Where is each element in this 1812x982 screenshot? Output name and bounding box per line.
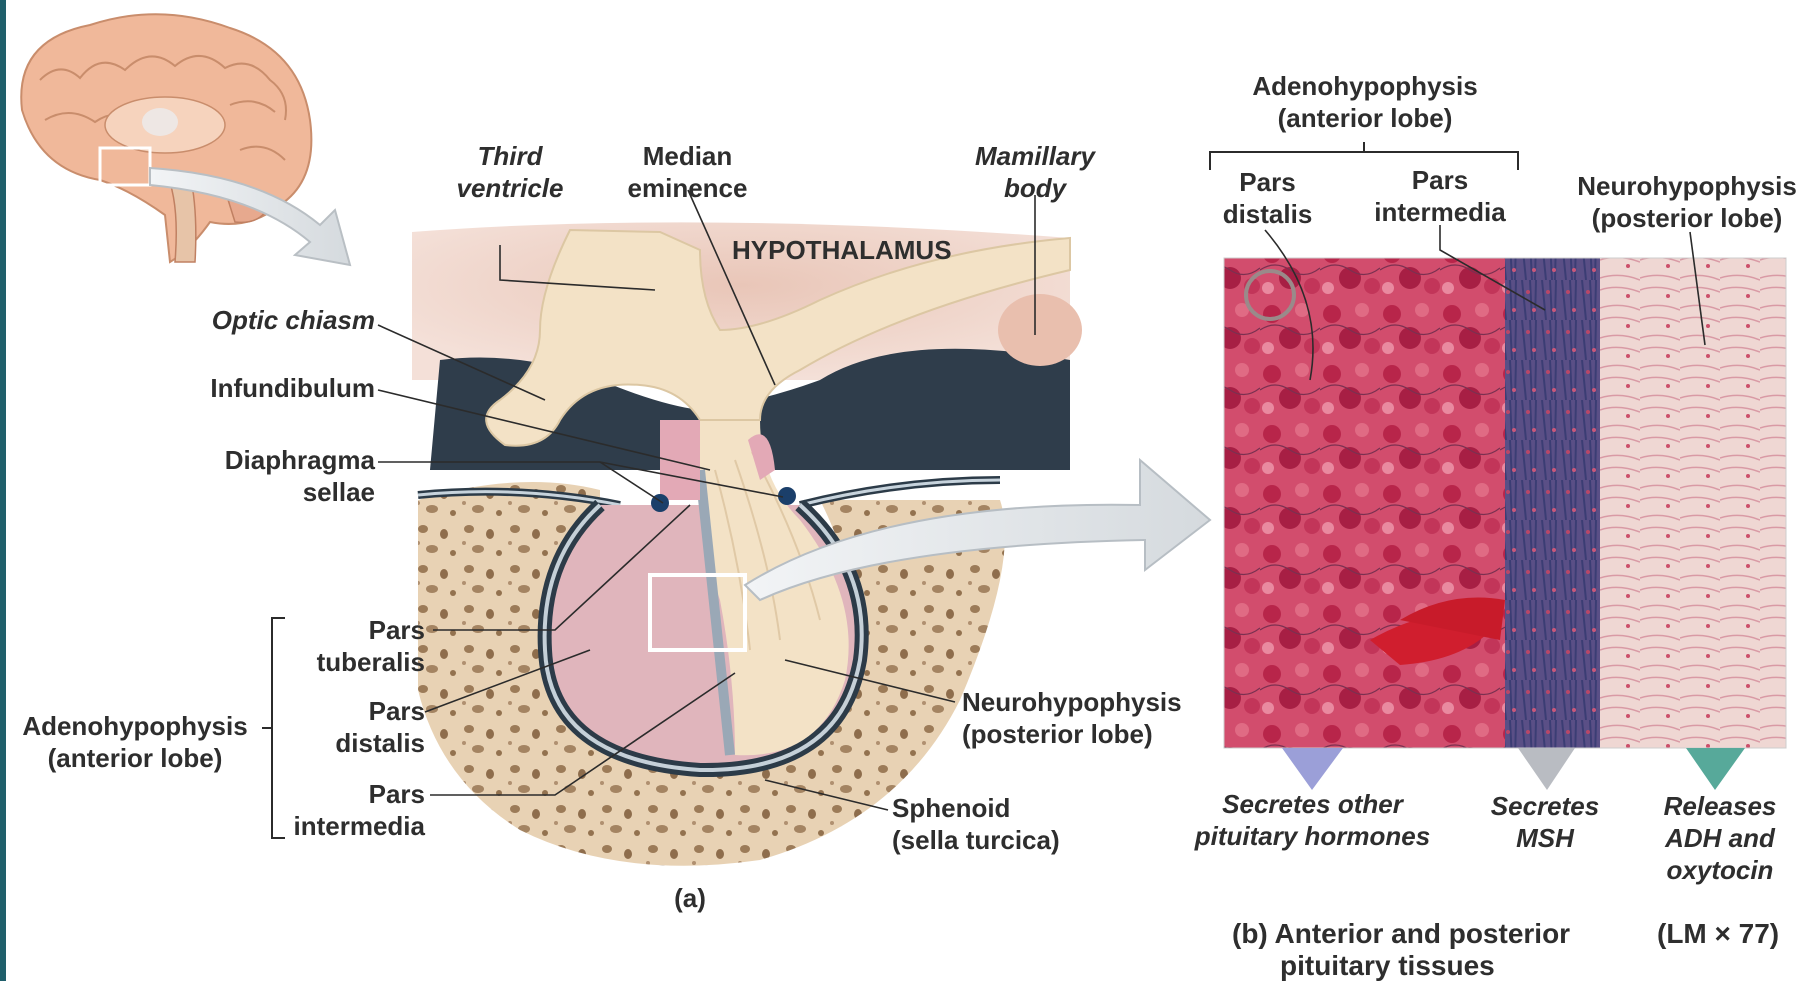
- magnification-label: (LM × 77): [1657, 918, 1779, 950]
- label-neurohypophysis-b: Neurohypophysis(posterior lobe): [1562, 170, 1812, 234]
- label-hypothalamus: HYPOTHALAMUS: [732, 234, 952, 266]
- caption-a: (a): [660, 882, 720, 914]
- label-neurohypophysis-a: Neurohypophysis(posterior lobe): [962, 686, 1182, 750]
- label-adenohypophysis-a: Adenohypophysis(anterior lobe): [10, 710, 260, 774]
- panel-b-micrograph: [1210, 142, 1786, 790]
- label-optic-chiasm: Optic chiasm: [150, 304, 375, 336]
- triangle-marker-icon: [1518, 748, 1575, 790]
- label-sphenoid: Sphenoid(sella turcica): [892, 792, 1060, 856]
- triangle-marker-icon: [1686, 748, 1745, 790]
- label-adenohypophysis-b: Adenohypophysis(anterior lobe): [1220, 70, 1510, 134]
- left-accent-stripe: [0, 0, 6, 981]
- brain-sagittal-icon: [21, 14, 311, 262]
- label-infundibulum: Infundibulum: [150, 372, 375, 404]
- triangle-marker-icon: [1282, 748, 1343, 790]
